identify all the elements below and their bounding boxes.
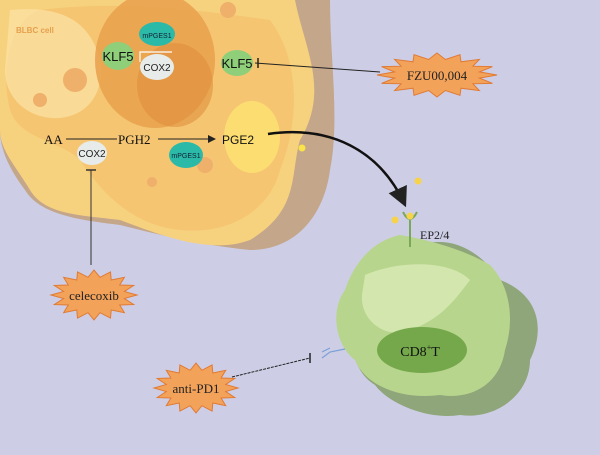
starburst-shape xyxy=(152,362,240,414)
mpges1-nucleus-label: mPGES1 xyxy=(142,33,171,40)
fzu-label: FZU00,004 xyxy=(407,68,468,83)
tcell-nucleus xyxy=(377,327,467,373)
cd8-t-cell: CD8+T EP2/4 xyxy=(321,211,538,416)
celecoxib-label: celecoxib xyxy=(69,288,119,303)
mpges1-cytoplasm xyxy=(169,142,203,168)
cell-label: BLBC cell xyxy=(16,26,54,35)
cox2-nucleus-label: COX2 xyxy=(143,63,171,74)
cox2-nucleus xyxy=(140,54,174,80)
cox2-cytoplasm-label: COX2 xyxy=(78,149,106,160)
cox2-cytoplasm xyxy=(77,141,107,165)
pd1-receptor-icon xyxy=(321,347,346,359)
pgh2-label: PGH2 xyxy=(118,132,151,147)
klf5-cytoplasm-label: KLF5 xyxy=(221,56,252,71)
mpges1-cytoplasm-label: mPGES1 xyxy=(171,153,200,160)
pge2-vesicle xyxy=(224,101,280,173)
ep2-4-label: EP2/4 xyxy=(420,228,449,242)
aa-label: AA xyxy=(44,132,63,147)
klf5-nucleus-label: KLF5 xyxy=(102,49,133,64)
fzu-drug: FZU00,004 xyxy=(376,52,498,98)
pge2-to-tcell-arrow xyxy=(267,130,407,208)
antipd1-inhibition-line xyxy=(231,357,311,378)
tcell-label: CD8+T xyxy=(400,343,440,360)
klf5-nucleus xyxy=(102,42,134,70)
starburst-shape xyxy=(49,269,139,321)
celecoxib-drug: celecoxib xyxy=(49,269,139,321)
klf5-cytoplasm xyxy=(221,50,253,76)
anti-pd1-label: anti-PD1 xyxy=(173,381,220,396)
fzu-inhibition-line xyxy=(254,62,381,73)
anti-pd1-drug: anti-PD1 xyxy=(152,362,240,414)
pge2-label: PGE2 xyxy=(222,133,254,147)
mpges1-nucleus xyxy=(139,22,175,46)
starburst-shape xyxy=(376,52,498,98)
